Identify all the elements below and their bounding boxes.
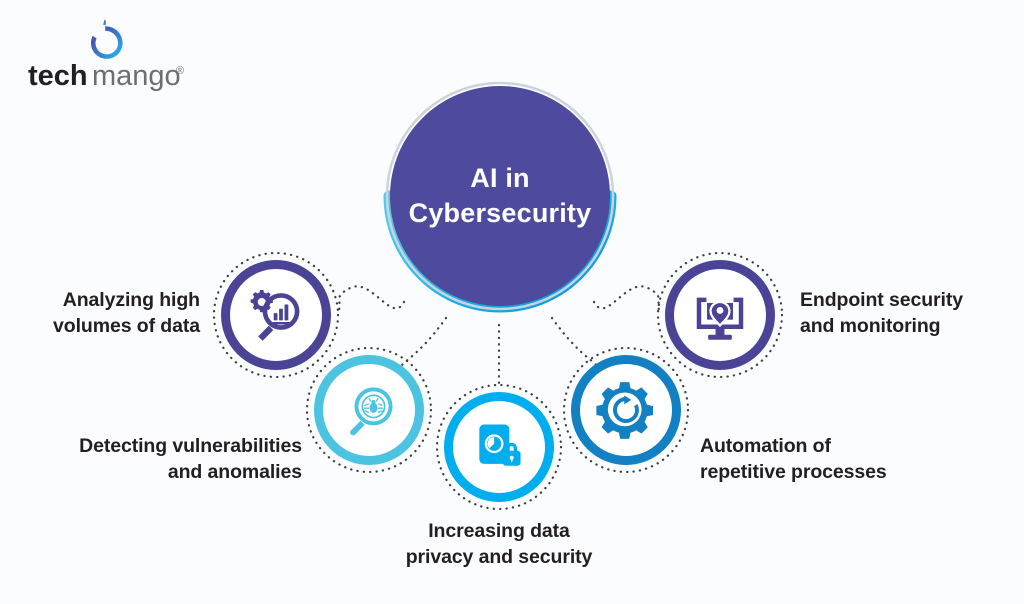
hub-circle: AI in Cybersecurity	[372, 68, 628, 324]
node-endpoint-security[interactable]	[665, 260, 775, 370]
hub-accent-arc	[383, 190, 617, 313]
node-automation[interactable]	[571, 355, 681, 465]
label-data-privacy: Increasing data privacy and security	[405, 520, 593, 568]
logo-text-bold: tech	[28, 60, 88, 92]
hub-graphic	[383, 81, 617, 313]
label-endpoint-security: Endpoint security and monitoring	[800, 289, 963, 337]
label-automation: Automation of repetitive processes	[700, 435, 887, 483]
logo-registered-mark: ®	[176, 65, 184, 77]
connector-hub-endpoint	[592, 285, 662, 312]
logo-wordmark: tech mango ®	[28, 60, 184, 92]
mango-icon	[91, 19, 123, 59]
magnifier-bug-icon	[350, 387, 393, 436]
dotted-ring-detecting	[305, 346, 433, 474]
magnifier-bar-chart-gear-icon	[250, 290, 300, 341]
label-analyzing-data: Analyzing high volumes of data	[53, 289, 200, 337]
node-detecting-vulnerabilities[interactable]	[314, 355, 424, 465]
dotted-ring-privacy	[435, 383, 563, 511]
node-data-privacy[interactable]	[444, 392, 554, 502]
hub-disc	[390, 86, 610, 306]
dotted-ring-analyzing	[212, 251, 340, 379]
dotted-ring-automation	[562, 346, 690, 474]
label-detecting-vulnerabilities: Detecting vulnerabilities and anomalies	[79, 435, 302, 483]
connector-hub-analyzing	[336, 285, 406, 312]
dotted-ring-endpoint	[656, 251, 784, 379]
document-lock-icon	[479, 424, 521, 466]
node-analyzing-data[interactable]	[221, 260, 331, 370]
logo-text-light: mango	[92, 60, 181, 92]
hub-thin-ring	[385, 81, 615, 311]
gear-refresh-icon	[596, 382, 654, 439]
monitor-shield-pin-icon	[696, 297, 744, 340]
techmango-logo: tech mango ®	[28, 18, 198, 98]
